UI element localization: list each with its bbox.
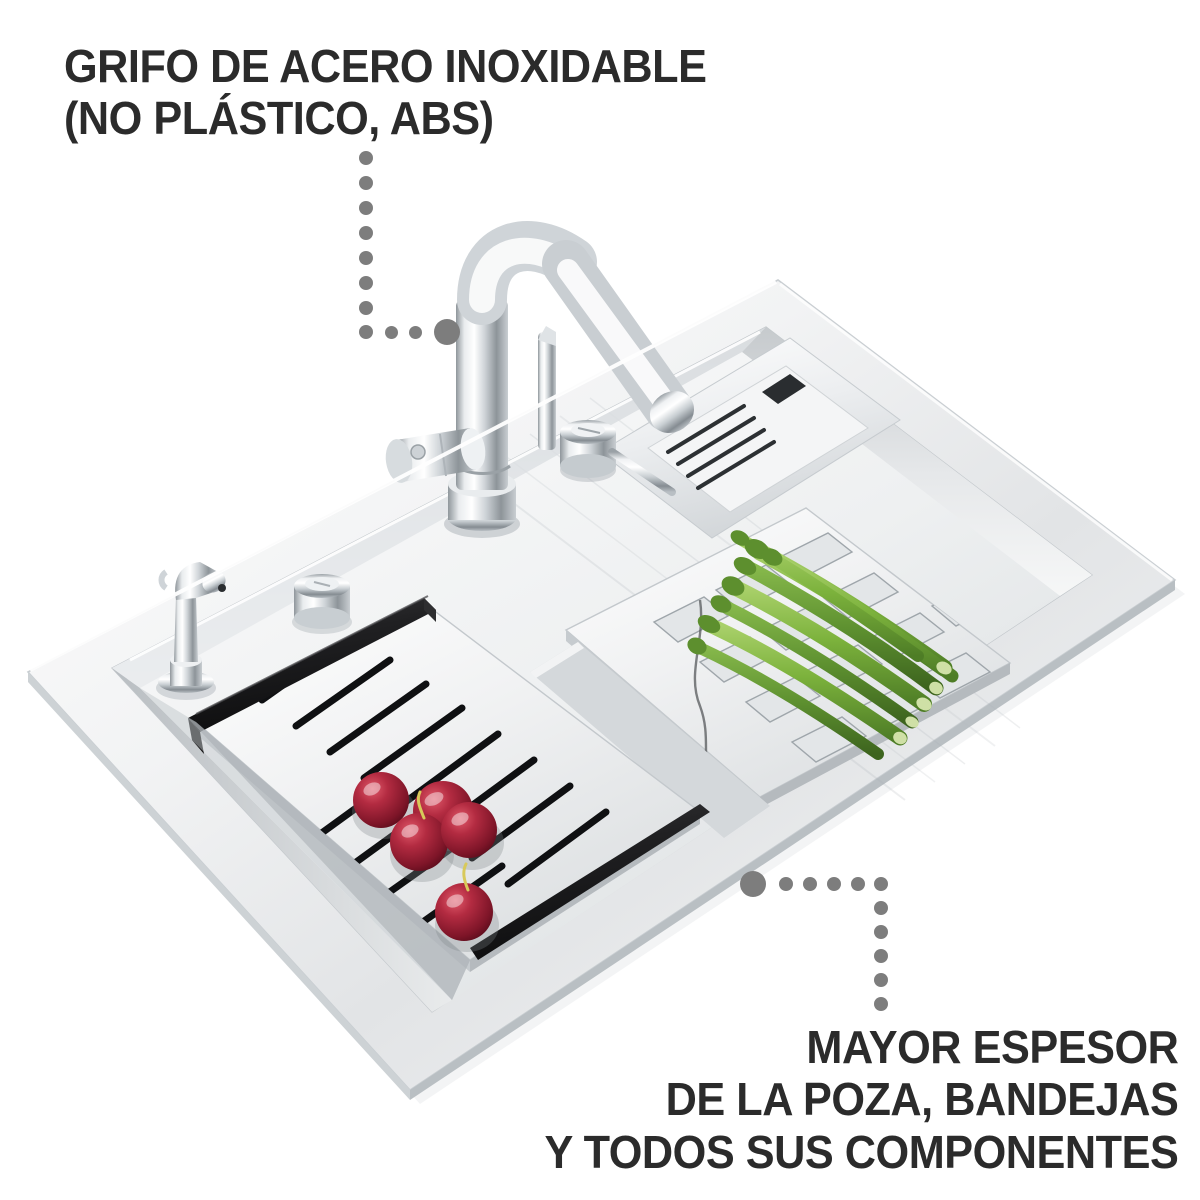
- leader-dot: [874, 973, 888, 987]
- leader-dot: [827, 877, 841, 891]
- leader-dot: [803, 877, 817, 891]
- sink-wall-left: [112, 668, 452, 1012]
- leader-dot: [359, 251, 373, 265]
- cherry: [353, 772, 409, 828]
- leader-dot: [359, 176, 373, 190]
- sprayer-nozzle-icon: [218, 584, 226, 592]
- soap-dispenser: [292, 574, 352, 634]
- callout-thickness-line3: Y TODOS SUS COMPONENTES: [544, 1125, 1178, 1178]
- callout-faucet-line1: GRIFO DE ACERO INOXIDABLE: [64, 40, 707, 92]
- leader-dot: [851, 877, 865, 891]
- spout-sensor-window: [762, 374, 806, 404]
- callout-faucet: GRIFO DE ACERO INOXIDABLE (NO PLÁSTICO, …: [64, 40, 707, 145]
- asparagus-bundle: [687, 530, 959, 760]
- leader-endpoint-dot: [740, 871, 766, 897]
- faucet: [385, 221, 695, 538]
- leader-dot: [359, 201, 373, 215]
- leader-dot: [779, 877, 793, 891]
- cherry: [441, 802, 497, 858]
- cherry-stems: [416, 790, 470, 892]
- callout-faucet-line2: (NO PLÁSTICO, ABS): [64, 92, 494, 145]
- basin-divider-wall: [530, 642, 770, 838]
- cherry: [390, 813, 448, 871]
- leader-dot: [874, 877, 888, 891]
- faucet-handle-button[interactable]: [410, 444, 426, 460]
- cherry: [435, 883, 493, 941]
- leader-dot: [874, 925, 888, 939]
- sink-rim-thickness-left: [28, 672, 410, 1100]
- leader-dot: [874, 901, 888, 915]
- leader-dot: [359, 325, 373, 339]
- cherry-highlights: [363, 782, 469, 908]
- black-rail-front: [470, 804, 710, 960]
- basin-divider-top: [530, 642, 584, 678]
- faucet-knob[interactable]: [560, 420, 676, 496]
- callout-thickness-line1: MAYOR ESPESOR: [806, 1020, 1178, 1073]
- asparagus-tips: [687, 530, 783, 655]
- deck-ledge: [112, 327, 766, 688]
- cherries: [352, 772, 504, 952]
- side-sprayer: [156, 562, 226, 700]
- waterfall-spout-recess: [647, 365, 869, 513]
- leader-dot: [359, 276, 373, 290]
- leader-dot: [874, 997, 888, 1011]
- leader-dot: [874, 949, 888, 963]
- leader-dot: [359, 226, 373, 240]
- sink-rim-thickness-front: [410, 580, 1175, 1100]
- leader-dot: [409, 326, 422, 339]
- faucet-spout-tip: [649, 390, 695, 434]
- left-basin-wall: [140, 688, 470, 1000]
- faucet-knob-lever[interactable]: [608, 448, 676, 496]
- sprayer-neck: [174, 596, 198, 662]
- faucet-pulldown-rod: [538, 332, 556, 450]
- leader-dot: [359, 301, 373, 315]
- callout-thickness: MAYOR ESPESOR DE LA POZA, BANDEJAS Y TOD…: [544, 1021, 1178, 1178]
- rim-highlight-right: [779, 282, 1173, 582]
- asparagus-cut-ends: [893, 661, 952, 745]
- faucet-spout-highlight: [557, 259, 677, 415]
- leader-dot: [359, 151, 373, 165]
- leader-endpoint-dot: [434, 319, 460, 345]
- rim-highlight-top: [29, 280, 777, 672]
- leader-dot: [385, 326, 398, 339]
- callout-thickness-line2: DE LA POZA, BANDEJAS: [665, 1073, 1178, 1126]
- waterfall-spout-vents: [666, 404, 776, 490]
